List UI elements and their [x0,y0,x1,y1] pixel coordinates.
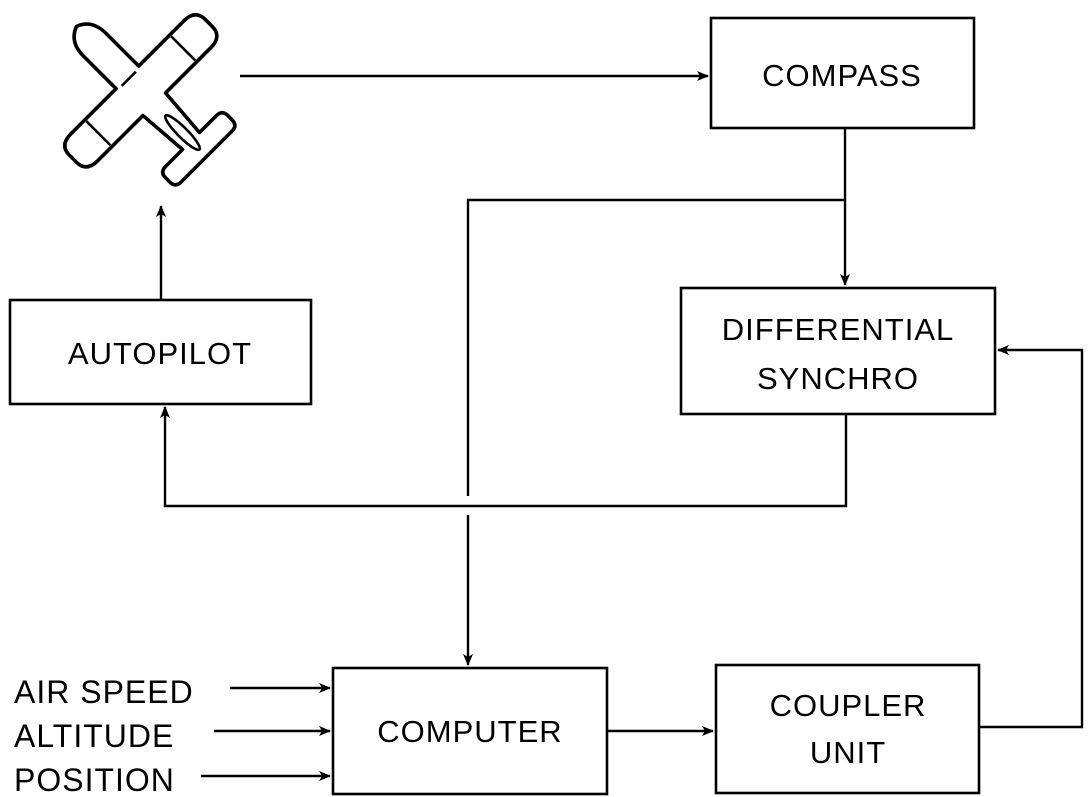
coupler-unit-label-line2: UNIT [810,735,886,770]
coupler-unit-label-line1: COUPLER [770,688,927,723]
input-label-position: POSITION [14,762,175,797]
coupler-unit-block [716,665,979,793]
input-label-altitude: ALTITUDE [14,718,174,754]
compass-label: COMPASS [762,58,922,93]
synchro-to-autopilot-arrow [165,407,846,506]
computer-label: COMPUTER [377,714,562,749]
differential-synchro-label-line2: SYNCHRO [757,361,919,396]
airplane-icon [9,0,275,224]
autopilot-label: AUTOPILOT [68,336,252,371]
input-label-air-speed: AIR SPEED [14,674,194,710]
differential-synchro-label-line1: DIFFERENTIAL [722,312,954,347]
